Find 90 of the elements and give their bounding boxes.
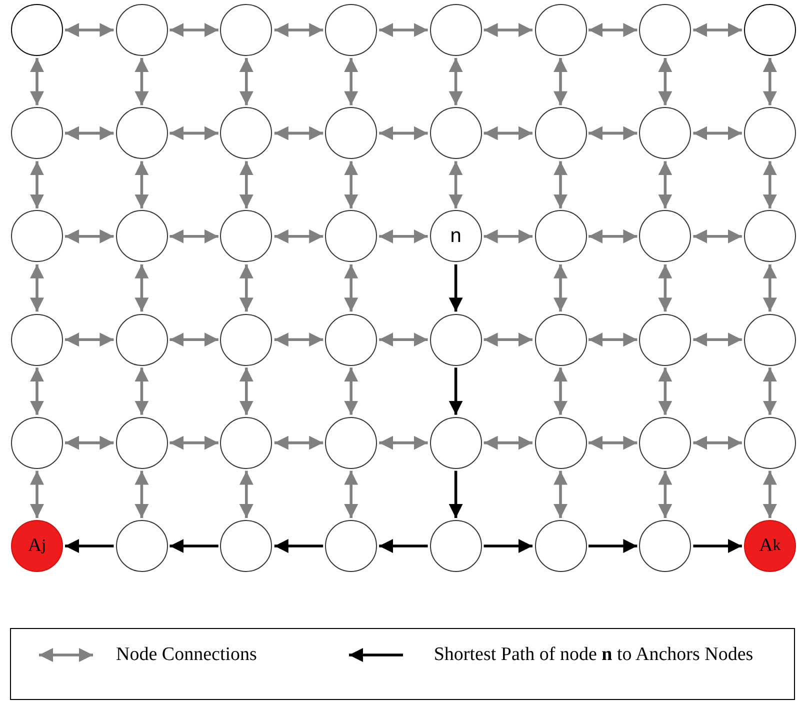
double-arrow — [30, 264, 44, 312]
legend-text: Shortest Path of node n to Anchors Nodes — [432, 643, 754, 667]
arrow — [448, 264, 463, 312]
double-arrow — [30, 470, 44, 518]
double-arrow — [344, 264, 358, 312]
arrow — [170, 539, 218, 553]
double-arrow — [134, 161, 149, 208]
double-arrow — [448, 58, 463, 106]
double-arrow — [134, 470, 149, 518]
double-arrow — [30, 368, 44, 415]
double-arrow — [274, 436, 324, 450]
double-arrow — [658, 368, 672, 415]
double-arrow — [170, 436, 218, 450]
double-arrow — [484, 436, 532, 450]
double-arrow — [658, 161, 672, 208]
double-arrow — [65, 23, 114, 37]
double-arrow — [554, 264, 568, 312]
double-arrow — [379, 332, 428, 347]
double-arrow — [484, 229, 532, 244]
double-arrow — [30, 58, 44, 106]
arrow — [448, 470, 463, 518]
double-arrow — [65, 126, 114, 140]
double-arrow — [239, 368, 254, 415]
arrow — [65, 539, 114, 553]
node-circle: n — [430, 210, 482, 262]
double-arrow — [588, 126, 638, 140]
double-arrow — [762, 368, 777, 415]
arrow — [448, 368, 463, 415]
double-arrow — [762, 58, 777, 106]
node-circle — [220, 520, 272, 572]
arrow — [588, 539, 638, 553]
double-arrow — [379, 436, 428, 450]
double-arrow — [344, 58, 358, 106]
double-arrow — [484, 126, 532, 140]
double-arrow — [65, 229, 114, 244]
double-arrow — [762, 470, 777, 518]
double-arrow — [239, 264, 254, 312]
double-arrow — [274, 23, 324, 37]
node-circle — [534, 4, 586, 56]
double-arrow — [379, 126, 428, 140]
double-arrow — [588, 436, 638, 450]
double-arrow — [134, 264, 149, 312]
node-circle — [534, 520, 586, 572]
arrow — [693, 539, 742, 553]
double-arrow — [448, 161, 463, 208]
double-arrow — [588, 332, 638, 347]
arrow — [484, 539, 532, 553]
double-arrow — [170, 23, 218, 37]
double-arrow — [484, 23, 532, 37]
double-arrow — [554, 58, 568, 106]
double-arrow — [588, 229, 638, 244]
double-arrow — [693, 332, 742, 347]
double-arrow — [693, 23, 742, 37]
double-arrow — [134, 58, 149, 106]
double-arrow — [344, 161, 358, 208]
double-arrow — [170, 229, 218, 244]
double-arrow — [239, 161, 254, 208]
double-arrow — [484, 332, 532, 347]
double-arrow — [274, 229, 324, 244]
double-arrow — [344, 368, 358, 415]
double-arrow — [693, 229, 742, 244]
double-arrow — [239, 58, 254, 106]
double-arrow — [65, 436, 114, 450]
double-arrow — [30, 161, 44, 208]
double-arrow — [658, 264, 672, 312]
double-arrow — [762, 161, 777, 208]
double-arrow — [274, 126, 324, 140]
double-arrow — [170, 332, 218, 347]
double-arrow — [379, 229, 428, 244]
double-arrow — [344, 470, 358, 518]
legend-text: Node Connections — [116, 643, 258, 667]
double-arrow — [658, 58, 672, 106]
double-arrow — [379, 23, 428, 37]
arrow — [274, 539, 324, 553]
double-arrow — [693, 126, 742, 140]
double-arrow — [274, 332, 324, 347]
node-circle — [11, 4, 63, 56]
node-circle — [220, 4, 272, 56]
double-arrow — [658, 470, 672, 518]
double-arrow — [239, 470, 254, 518]
double-arrow — [554, 161, 568, 208]
arrow — [379, 539, 428, 553]
double-arrow — [554, 368, 568, 415]
double-arrow — [65, 332, 114, 347]
double-arrow — [588, 23, 638, 37]
double-arrow — [762, 264, 777, 312]
double-arrow — [554, 470, 568, 518]
double-arrow — [693, 436, 742, 450]
double-arrow — [170, 126, 218, 140]
double-arrow — [134, 368, 149, 415]
